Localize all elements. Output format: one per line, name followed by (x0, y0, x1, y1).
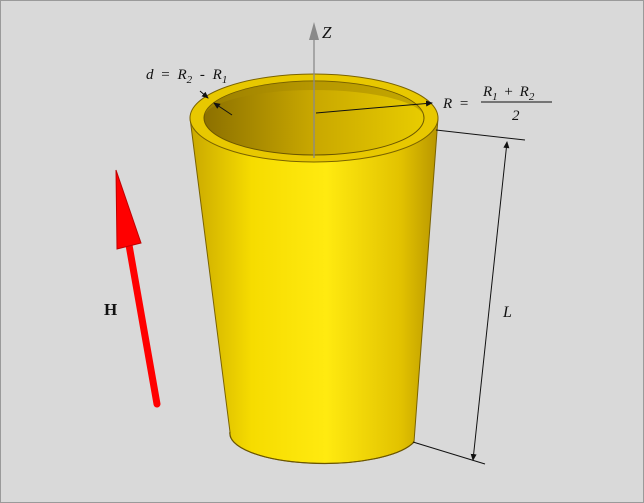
radius-num-r1: R (482, 84, 492, 100)
field-arrow-shaft (125, 241, 161, 408)
thickness-arrow-inner (213, 102, 233, 116)
svg-text:R =: R = (442, 96, 468, 112)
radius-den: 2 (512, 108, 520, 124)
radius-num-r2-sub: 2 (529, 91, 535, 103)
radius-num-r2: R (519, 84, 529, 100)
thickness-r2-sub: 2 (187, 74, 193, 86)
cylinder-bottom-edge (229, 431, 415, 465)
svg-text:d = R2 -: d = R2 - R1 (146, 67, 227, 87)
svg-text:R1 + R2: R1 + R2 (482, 84, 535, 104)
thickness-formula: d = R2 - R1 (146, 67, 227, 87)
thickness-arrow-outer (199, 90, 209, 99)
z-axis-arrowhead (309, 22, 319, 40)
radius-num-plus: + (504, 84, 512, 100)
length-extension-top (435, 129, 526, 141)
cylinder-body (189, 117, 439, 464)
thickness-r2: R (176, 67, 186, 83)
field-label: H (104, 300, 117, 319)
radius-eq: = (460, 96, 468, 112)
thickness-lhs: d (146, 67, 154, 83)
radius-lhs: R (442, 96, 452, 112)
thickness-eq: = (161, 67, 169, 83)
radius-num-r1-sub: 1 (492, 91, 498, 103)
cylinder-inner-wall (204, 81, 424, 118)
field-arrow-head (115, 169, 142, 250)
radius-formula: R = R1 + R2 2 (442, 84, 552, 124)
length-dimension-line (470, 141, 510, 461)
radius-line (315, 100, 433, 114)
length-label: L (502, 304, 512, 321)
thickness-minus: - (200, 67, 205, 83)
thickness-r1-sub: 1 (222, 74, 228, 86)
z-axis-label: Z (322, 23, 332, 42)
thickness-r1: R (212, 67, 222, 83)
